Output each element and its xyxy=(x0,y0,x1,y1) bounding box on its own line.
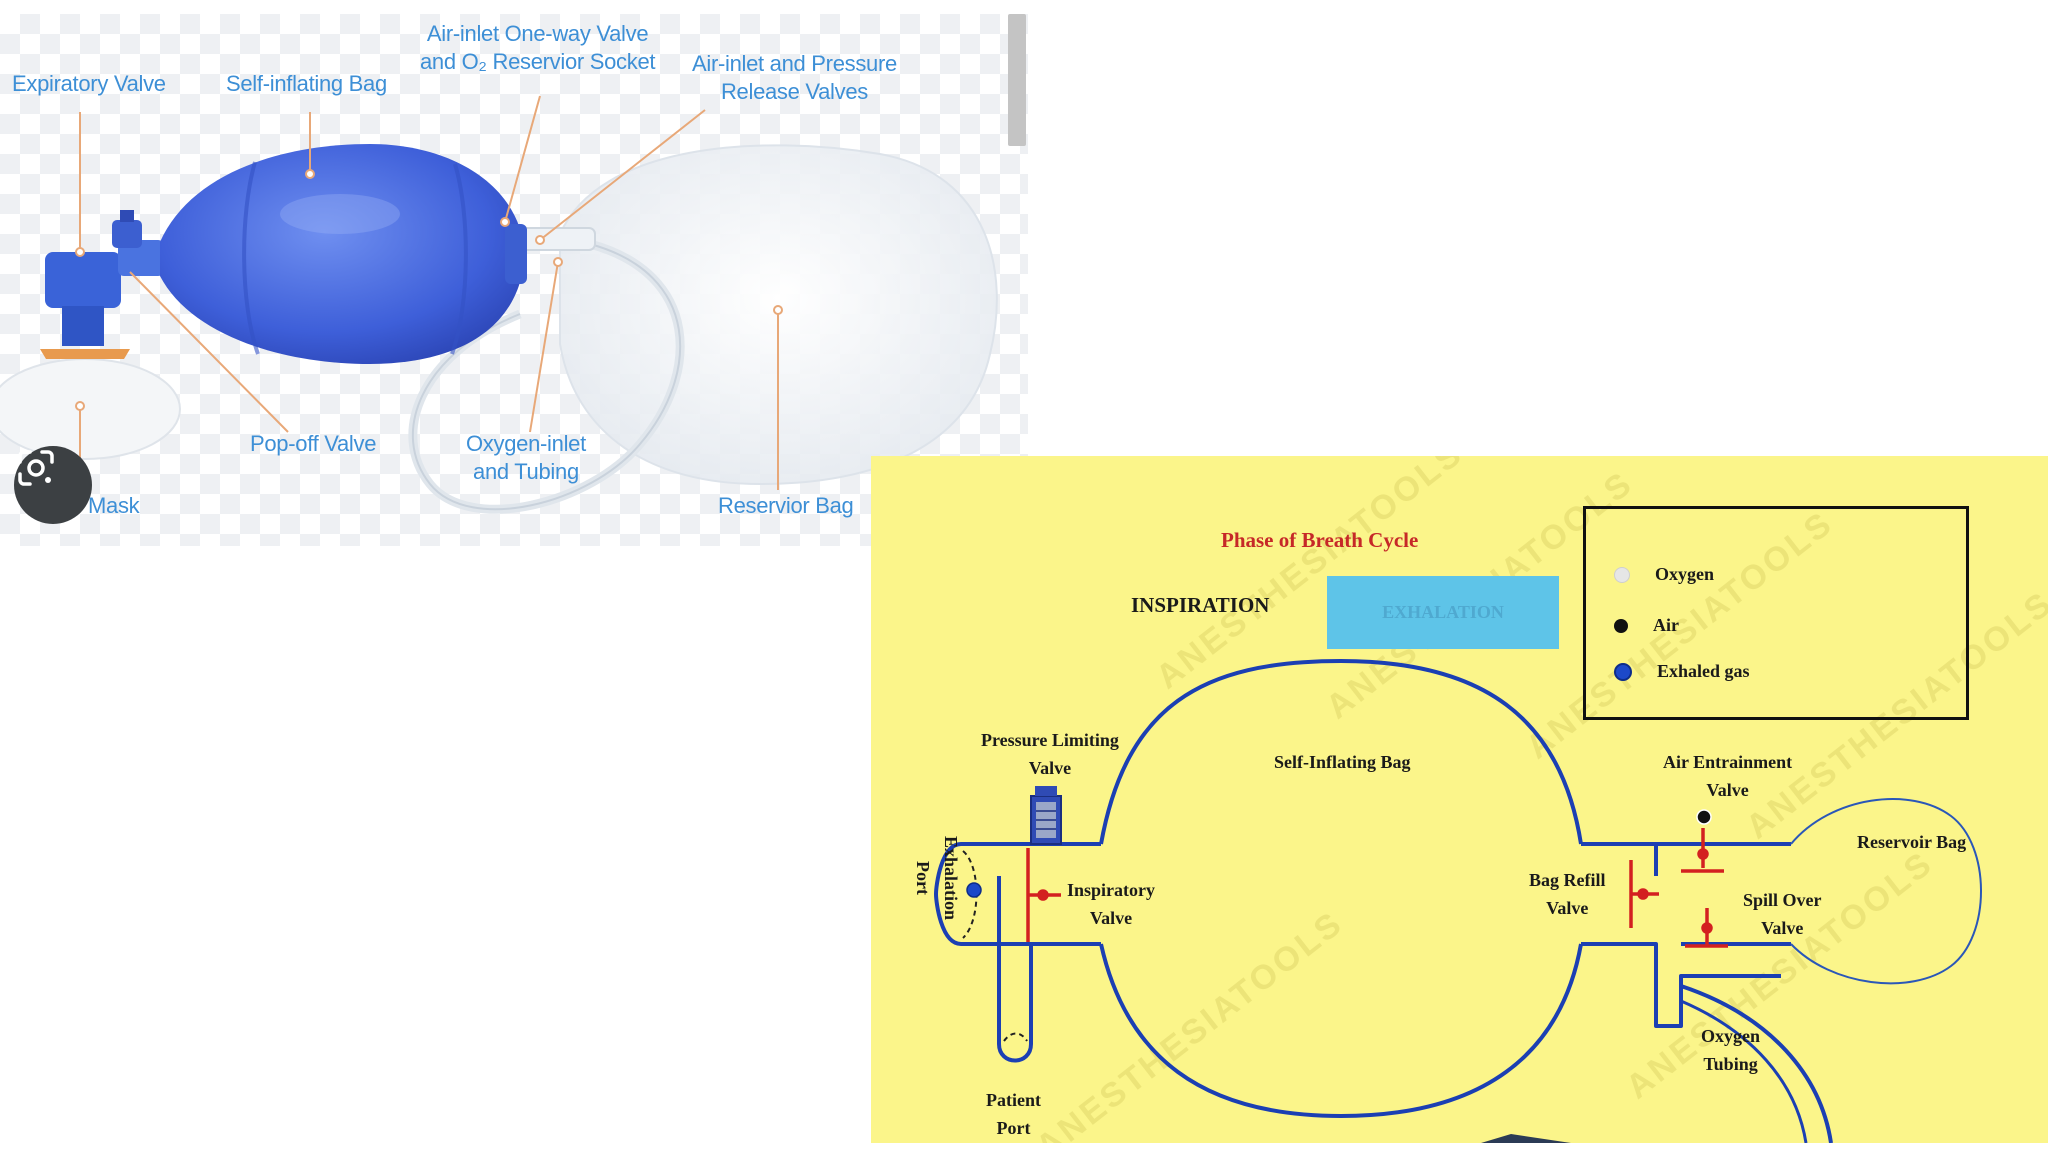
label-line: Port xyxy=(996,1118,1031,1138)
pressure-limiting-valve-shape xyxy=(1030,786,1062,845)
label-oxygen-inlet-line1: Oxygen-inlet xyxy=(466,431,586,456)
label-inspiratory-valve: Inspiratory Valve xyxy=(1067,876,1155,932)
label-line: Spill Over xyxy=(1743,890,1822,910)
label-spill-over-valve: Spill Over Valve xyxy=(1743,886,1822,942)
label-exhalation-port: Exhalation Port xyxy=(909,836,965,920)
label-oxygen-inlet: Oxygen-inlet and Tubing xyxy=(466,430,586,486)
label-line: Patient xyxy=(986,1090,1041,1110)
air-dot-icon xyxy=(1614,618,1628,633)
label-line: Valve xyxy=(1089,908,1133,928)
label-line: Valve xyxy=(1706,780,1749,800)
label-air-inlet-pressure-line1: Air-inlet and Pressure xyxy=(692,51,897,76)
label-line: Pressure Limiting xyxy=(981,730,1119,750)
air-entrainment-valve-shape xyxy=(1681,828,1724,873)
self-inflating-bag-shape xyxy=(160,144,525,364)
label-patient-port: Patient Port xyxy=(986,1086,1041,1142)
bvm-illustration xyxy=(0,95,998,514)
label-line: Valve xyxy=(1546,898,1589,918)
reservoir-bag-outline xyxy=(1790,798,1982,985)
label-oxygen-inlet-line2: and Tubing xyxy=(473,459,579,484)
label-air-entrainment-valve: Air Entrainment Valve xyxy=(1663,748,1792,804)
scrollbar-thumb[interactable] xyxy=(1008,14,1026,146)
self-inflating-bag-outline xyxy=(1099,659,1583,845)
label-bag-refill-valve: Bag Refill Valve xyxy=(1529,866,1606,922)
legend-label: Air xyxy=(1653,615,1679,635)
circuit-drawing xyxy=(934,659,1982,1143)
label-reservoir-bag: Reservoir Bag xyxy=(1857,832,1967,852)
exhaled-gas-particle xyxy=(966,882,982,898)
label-self-inflating-bag: Self-inflating Bag xyxy=(226,71,387,96)
legend-item-air: Air xyxy=(1614,615,1679,636)
phase-title: Phase of Breath Cycle xyxy=(1221,528,1419,552)
label-line: Oxygen xyxy=(1701,1026,1761,1046)
legend: Oxygen Air Exhaled gas xyxy=(1583,506,1969,720)
label-line: Bag Refill xyxy=(1529,870,1606,890)
google-lens-icon xyxy=(18,450,54,486)
label-line: Exhalation xyxy=(941,836,961,921)
leader-lines xyxy=(75,95,783,494)
bvm-circuit-diagram: ANESTHESIATOOLS ANESTHESIATOOLS ANESTHES… xyxy=(871,456,2048,1143)
oxygen-tubing-line xyxy=(1680,984,1833,1143)
exhaled-gas-dot-icon xyxy=(1614,662,1632,681)
spill-over-valve-shape xyxy=(1685,908,1728,948)
inspiration-label[interactable]: INSPIRATION xyxy=(1131,593,1270,617)
legend-item-oxygen: Oxygen xyxy=(1614,564,1714,585)
bag-refill-valve-shape xyxy=(1629,860,1659,928)
label-air-inlet-pressure-line2: Release Valves xyxy=(720,79,868,104)
oxygen-dot-icon xyxy=(1614,566,1630,583)
label-air-inlet-one-way-line1: Air-inlet One-way Valve xyxy=(426,21,649,46)
lens-search-button[interactable] xyxy=(14,446,92,524)
label-pressure-limiting-valve: Pressure Limiting Valve xyxy=(981,726,1119,782)
label-pop-off-valve: Pop-off Valve xyxy=(250,431,377,456)
legend-label: Exhaled gas xyxy=(1657,661,1750,681)
label-line: Air Entrainment xyxy=(1663,752,1793,772)
label-reservior-bag: Reservior Bag xyxy=(718,493,854,518)
bvm-photo-panel: Expiratory Valve Self-inflating Bag Air-… xyxy=(0,14,1028,546)
face-mask-shape xyxy=(0,358,181,460)
exhalation-button[interactable]: EXHALATION xyxy=(1327,576,1559,649)
legend-label: Oxygen xyxy=(1655,564,1715,584)
label-line: Valve xyxy=(1028,758,1072,778)
legend-item-exhaled-gas: Exhaled gas xyxy=(1614,661,1750,682)
label-self-inflating-bag: Self-Inflating Bag xyxy=(1274,752,1411,772)
air-particle xyxy=(1696,809,1712,825)
label-line: Valve xyxy=(1761,918,1804,938)
label-line: Inspiratory xyxy=(1067,880,1156,900)
label-line: Tubing xyxy=(1703,1054,1758,1074)
label-line: Port xyxy=(913,861,933,895)
label-air-inlet-one-way-line2: and O₂ Reservior Socket xyxy=(420,49,656,74)
label-air-inlet-one-way: Air-inlet One-way Valve and O₂ Reservior… xyxy=(420,20,655,76)
label-expiratory-valve: Expiratory Valve xyxy=(12,71,166,96)
label-oxygen-tubing: Oxygen Tubing xyxy=(1701,1022,1760,1078)
inspiratory-valve-shape xyxy=(1026,848,1061,942)
label-mask: Mask xyxy=(88,493,140,518)
label-air-inlet-pressure: Air-inlet and Pressure Release Valves xyxy=(692,50,897,106)
